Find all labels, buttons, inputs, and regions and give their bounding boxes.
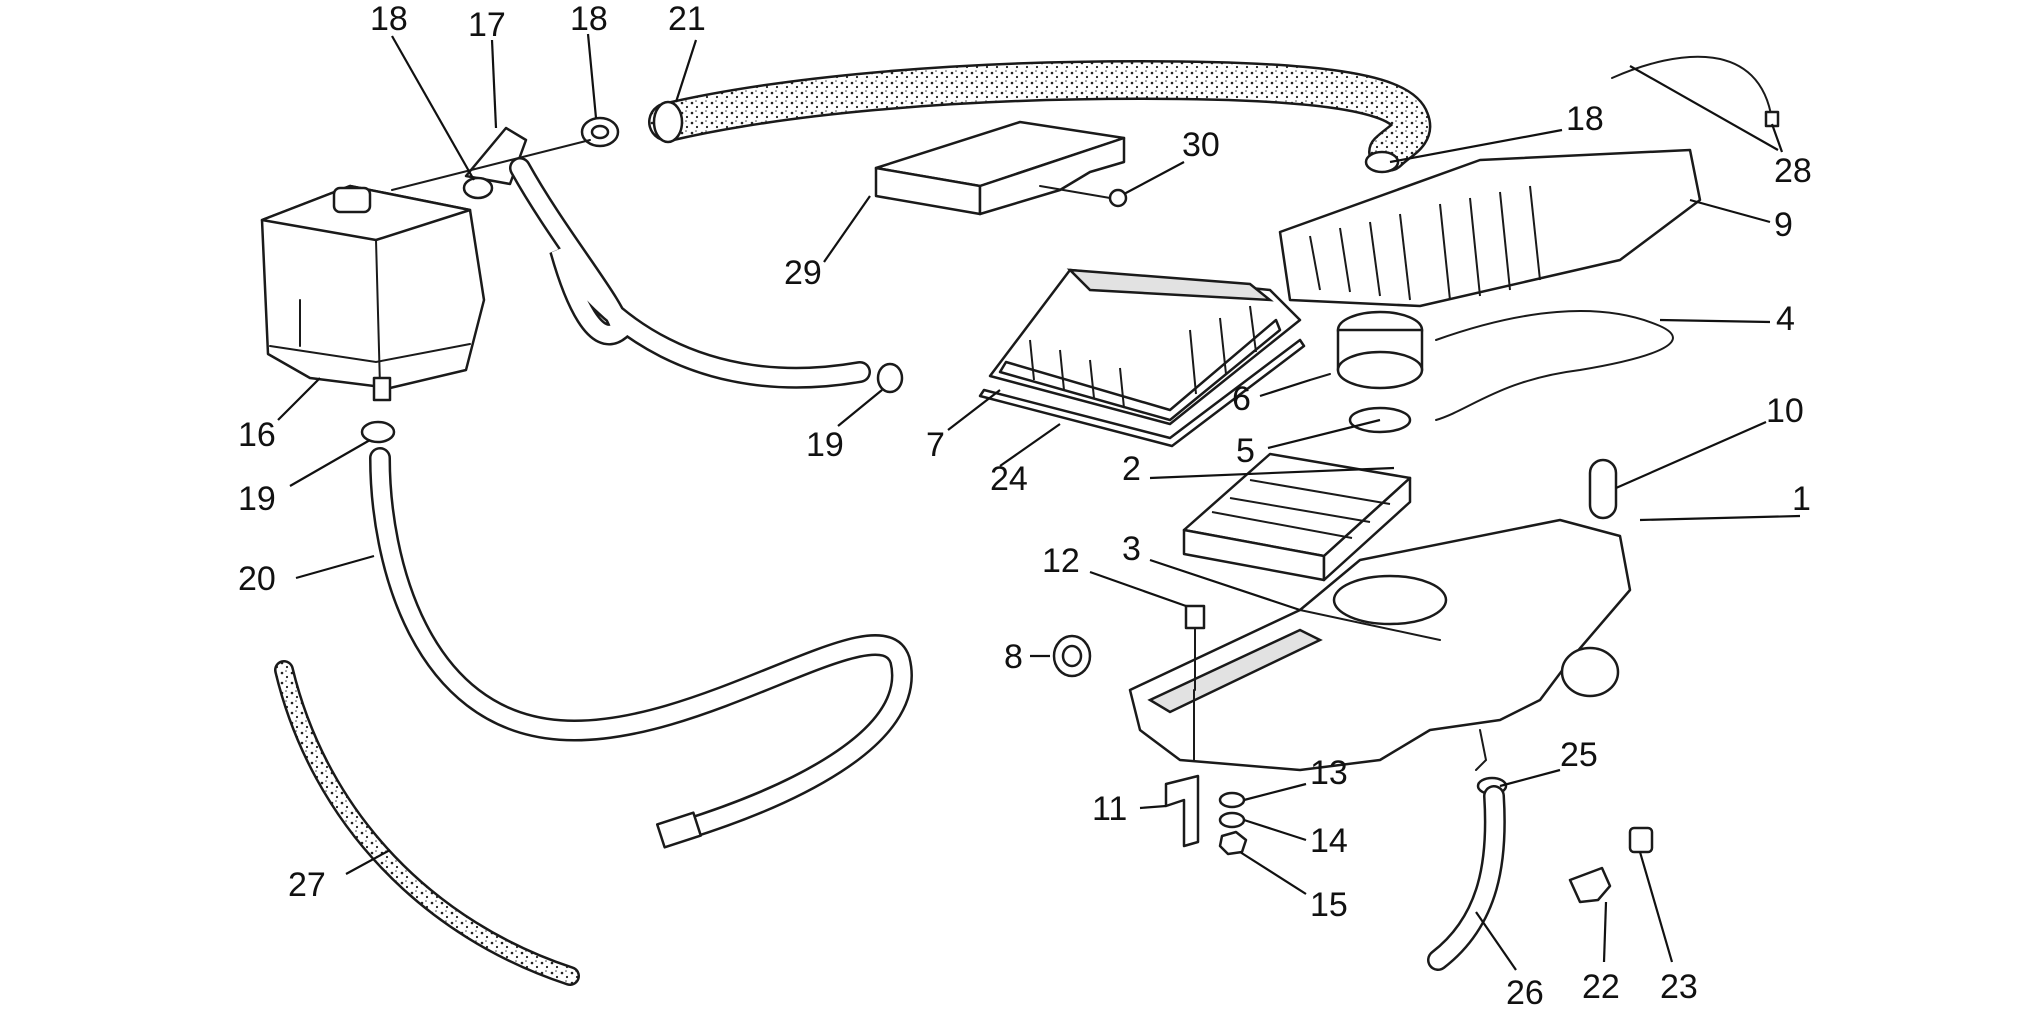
part-13-washer (1218, 791, 1246, 809)
part-18-clamp-left (462, 176, 494, 200)
callout-8: 8 (1004, 638, 1023, 676)
callout-7: 7 (926, 426, 945, 464)
part-21-breather-hose (648, 59, 1432, 172)
callout-1: 1 (1792, 480, 1811, 518)
leader-lines (277, 33, 1801, 971)
callout-24: 24 (990, 460, 1028, 498)
callout-28: 28 (1774, 152, 1812, 190)
callout-15: 15 (1310, 886, 1348, 924)
callout-3: 3 (1122, 530, 1141, 568)
callout-19-right: 19 (806, 426, 844, 464)
part-22-plug (1568, 866, 1612, 904)
callout-18-left: 18 (370, 0, 408, 38)
callout-23: 23 (1660, 968, 1698, 1006)
part-10-oring (1588, 458, 1618, 520)
part-6-pin (1309, 373, 1331, 381)
callout-10: 10 (1766, 392, 1804, 430)
callout-18-top: 18 (570, 0, 608, 38)
callout-6: 6 (1232, 380, 1251, 418)
part-3-duct (1299, 609, 1441, 641)
part-27-hose (274, 660, 580, 986)
part-18-clamp-right (1364, 150, 1400, 174)
callout-17: 17 (468, 6, 506, 44)
callout-16: 16 (238, 416, 276, 454)
callout-18-right: 18 (1566, 100, 1604, 138)
callout-21: 21 (668, 0, 706, 38)
callout-5: 5 (1236, 432, 1255, 470)
callout-9: 9 (1774, 206, 1793, 244)
callout-22: 22 (1582, 968, 1620, 1006)
callout-30: 30 (1182, 126, 1220, 164)
part-20-drain-hose (369, 447, 913, 849)
callout-27: 27 (288, 866, 326, 904)
callout-20: 20 (238, 560, 276, 598)
part-9-upper-housing (1278, 148, 1702, 308)
part-19-clamp-right (876, 362, 904, 394)
callout-2: 2 (1122, 450, 1141, 488)
part-24-gasket (978, 338, 1306, 448)
callout-19-left: 19 (238, 480, 276, 518)
part-18-clamp-top (580, 116, 620, 148)
callout-26: 26 (1506, 974, 1544, 1010)
part-30-screw (1039, 185, 1128, 208)
part-7-filter-cover (988, 268, 1302, 426)
callout-4: 4 (1776, 300, 1795, 338)
part-19-clamp-left (360, 420, 396, 444)
vent-hose-small (509, 157, 871, 389)
part-1-airbox (1128, 518, 1632, 772)
part-16-reservoir-tank (260, 184, 486, 402)
part-29-cover (874, 120, 1126, 216)
part-4-seal (1435, 310, 1674, 421)
part-2-filter-element (1182, 452, 1412, 582)
part-23-cap (1628, 826, 1654, 854)
callout-14: 14 (1310, 822, 1348, 860)
part-26-drain-tube (1427, 785, 1506, 971)
part-12-bolt (1184, 604, 1206, 691)
callout-12: 12 (1042, 542, 1080, 580)
callout-11: 11 (1092, 790, 1127, 828)
part-28-cable (1611, 55, 1780, 128)
part-15-nut (1218, 830, 1248, 856)
callout-13: 13 (1310, 754, 1348, 792)
part-5-connector (1336, 310, 1424, 434)
callout-29: 29 (784, 254, 822, 292)
callout-labels: 1 2 3 4 5 6 7 8 9 10 11 12 13 14 15 16 1… (238, 0, 1812, 1012)
callout-25: 25 (1560, 736, 1598, 774)
part-14-washer (1218, 811, 1246, 829)
part-8-washer (1052, 634, 1092, 678)
